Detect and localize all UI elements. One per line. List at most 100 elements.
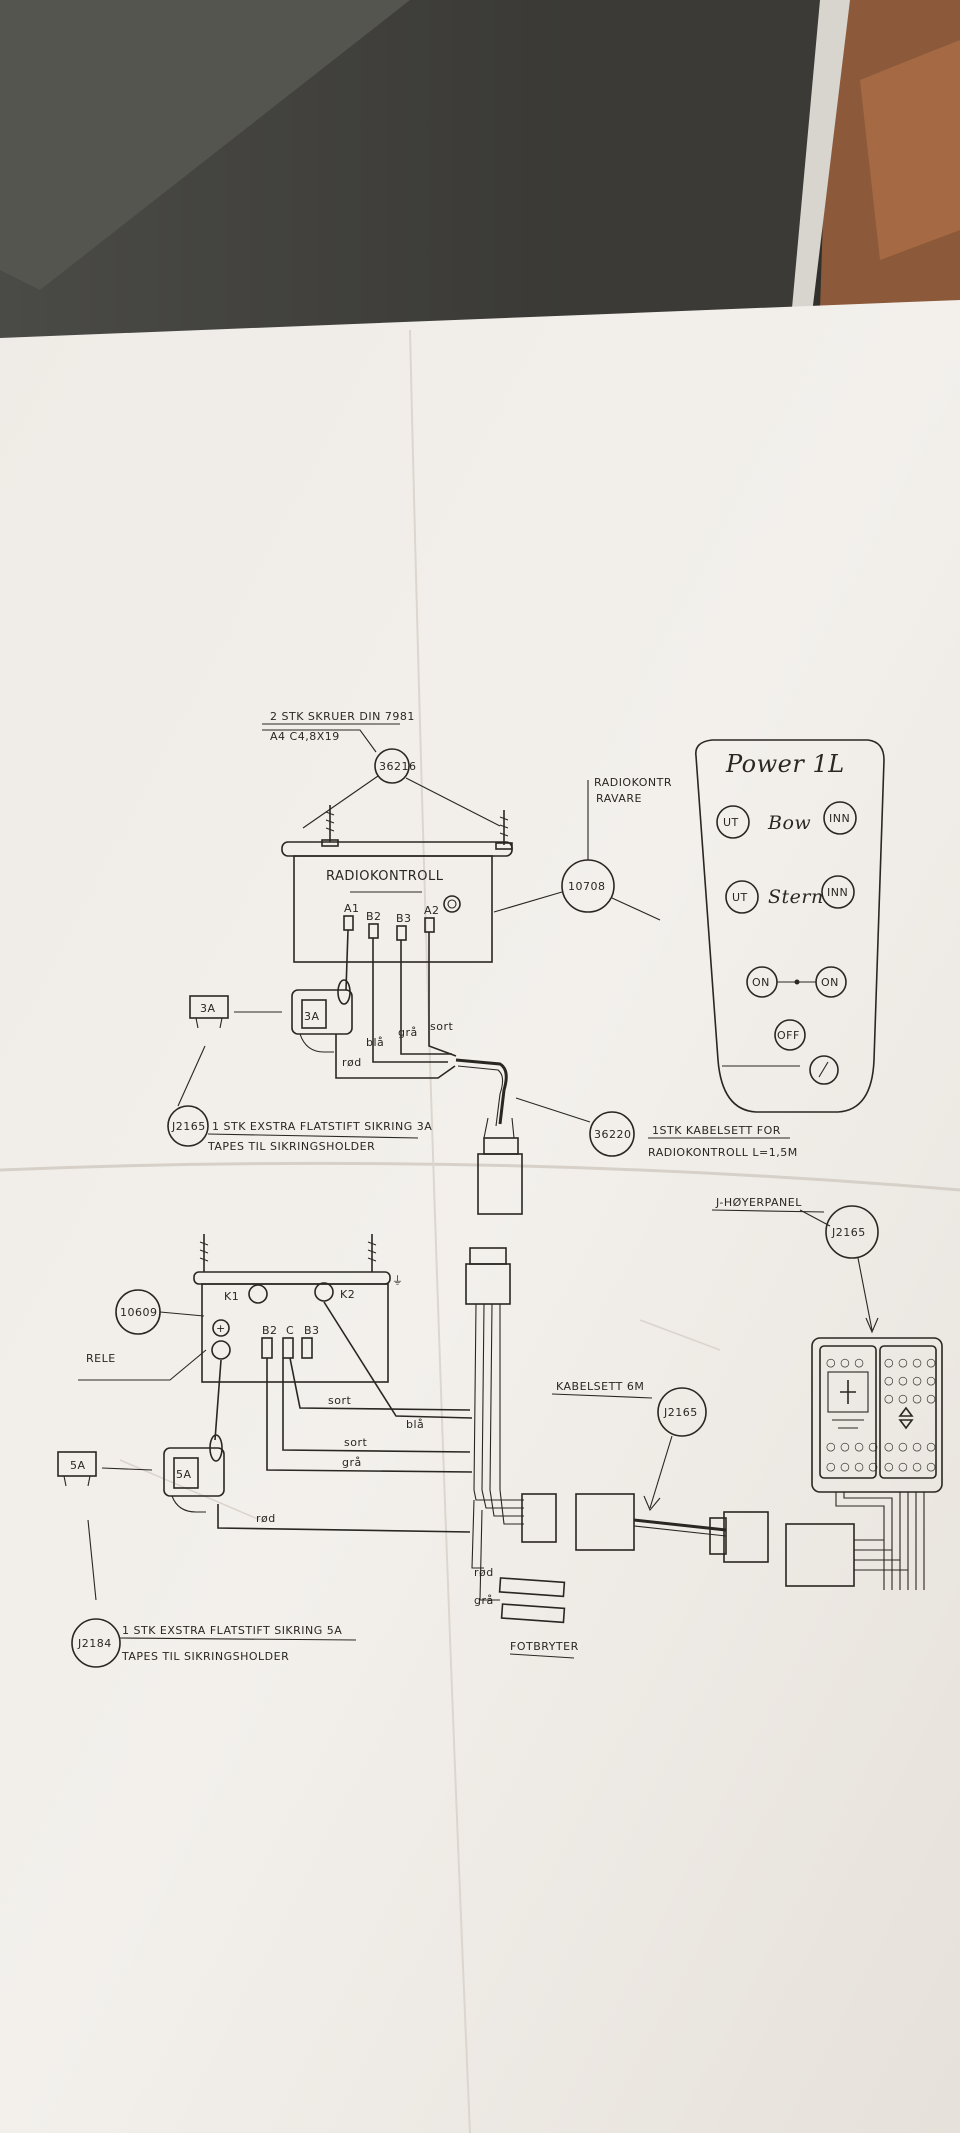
foot-switch: rød grå FOTBRYTER: [474, 1566, 579, 1659]
bow-in-label: INN: [829, 812, 850, 825]
cable-kit-part: 36220: [594, 1128, 632, 1141]
radio-unit-label: RADIOKONTROLL: [326, 869, 444, 884]
on-right-button: [815, 966, 847, 998]
cable-6m: KABELSETT 6M J2165: [551, 1380, 769, 1563]
relay-terminal-b3: B3: [304, 1324, 320, 1337]
fuse-holder-bottom-label: 5A: [176, 1468, 192, 1481]
off-button: [774, 1019, 806, 1051]
part-circle-j2165-top: [167, 1105, 209, 1147]
stern-in-label: INN: [827, 886, 848, 899]
screw-note-line2: A4 C4,8X19: [270, 730, 340, 743]
off-label: OFF: [777, 1029, 800, 1042]
panel-right-dots-row2: ○ ○ ○ ○: [884, 1374, 936, 1387]
part-circle-j2165-panel: [825, 1205, 879, 1259]
screw-right-icon: [495, 810, 513, 850]
panel-right-dots-row5: ○ ○ ○ ○: [884, 1460, 936, 1473]
fuse-bottom-line1: 1 STK EXSTRA FLATSTIFT SIKRING 5A: [122, 1624, 342, 1637]
cable-6m-part: J2165: [663, 1406, 698, 1419]
on-right-label: ON: [821, 976, 839, 989]
panel-left-block: ○ ○ ○ ○ ○ ○ ○ ○ ○ ○ ○: [826, 1356, 878, 1473]
foot-wire2: grå: [474, 1594, 494, 1607]
radio-terminal-a1: A1: [344, 902, 360, 915]
panel-right-dots-row3: ○ ○ ○ ○: [884, 1392, 936, 1405]
radio-control-unit: RADIOKONTROLL A1 B2 B3 A2: [281, 841, 513, 963]
stern-label: Stern: [768, 886, 824, 908]
remote-control: Power 1L UT Bow INN UT Stern INN ON ON O…: [695, 739, 885, 1113]
radio-terminal-b2: B2: [366, 910, 382, 923]
panel-connector-icon: [785, 1523, 855, 1587]
fuse-5a-icon: [57, 1451, 97, 1477]
part-circle-10708: [561, 859, 615, 913]
screw-note-line1: 2 STK SKRUER DIN 7981: [270, 710, 415, 723]
radio-terminal-a2: A2: [424, 904, 440, 917]
stern-out-label: UT: [732, 891, 748, 904]
light-button-icon: [809, 1055, 839, 1085]
fuse-3a-icon: [189, 995, 229, 1019]
relay-plus-symbol: +: [216, 1322, 226, 1335]
relay-k2-terminal: [314, 1282, 334, 1302]
receiver-line1: RADIOKONTR: [594, 776, 672, 789]
cable-kit-line2: RADIOKONTROLL L=1,5M: [648, 1146, 798, 1159]
relay-screw-right-icon: [367, 1234, 377, 1272]
relay-k2-label: K2: [340, 1288, 355, 1301]
fuse-holder-top: [291, 989, 353, 1035]
relay-k1-terminal: [248, 1284, 268, 1304]
fuse-top-part: J2165: [171, 1120, 206, 1133]
fuse-bottom-part: J2184: [77, 1637, 112, 1650]
foot-wire1: rød: [474, 1566, 494, 1579]
stern-out-button: [725, 880, 759, 914]
cable-kit-callout: 36220 1STK KABELSETT FOR RADIOKONTROLL L…: [515, 1097, 798, 1159]
fuse-top: 3A 3A J2165 1 STK EXSTRA FLATSTIFT SIKRI…: [167, 979, 432, 1153]
bottom-wiring: sort blå sort grå rød: [214, 1247, 557, 1601]
radio-terminals: A1 B2 B3 A2: [343, 902, 440, 941]
part-circle-36220: [589, 1111, 635, 1157]
panel-right-dots-row1: ○ ○ ○ ○: [884, 1356, 936, 1369]
cable-6m-label: KABELSETT 6M: [556, 1380, 644, 1393]
screw-part-number: 36216: [379, 760, 417, 773]
wire-bottom-blue: blå: [406, 1418, 424, 1431]
radio-connector-icon: [477, 1153, 523, 1215]
relay-connector-icon: [465, 1263, 511, 1305]
panel-right-dots-row4: ○ ○ ○ ○: [884, 1440, 936, 1453]
relay-terminal-c: C: [286, 1324, 294, 1337]
panel-left-top-dots: ○ ○ ○: [826, 1356, 864, 1369]
ground-symbol-icon: ⏚: [392, 1274, 404, 1287]
fuse-holder-top-label: 3A: [304, 1010, 320, 1023]
bow-in-button: [823, 801, 857, 835]
remote-title: Power 1L: [725, 750, 845, 778]
radio-indicator-icon: [443, 895, 461, 913]
fuse-holder-bottom: [163, 1447, 225, 1497]
panel-left-mid-dots: ○ ○ ○ ○: [826, 1440, 878, 1453]
fuse-bottom-line2: TAPES TIL SIKRINGSHOLDER: [121, 1650, 289, 1663]
wire-bottom-red: rød: [256, 1512, 276, 1525]
fuse-top-line2: TAPES TIL SIKRINGSHOLDER: [207, 1140, 375, 1153]
screw-left-icon: [321, 805, 339, 847]
screw-note: 2 STK SKRUER DIN 7981 A4 C4,8X19 36216: [262, 710, 513, 850]
fuse-bottom-label: 5A: [70, 1459, 86, 1472]
foot-switch-label: FOTBRYTER: [510, 1640, 579, 1653]
wire-top-blue: blå: [366, 1036, 384, 1049]
wire-top-red: rød: [342, 1056, 362, 1069]
on-left-label: ON: [752, 976, 770, 989]
wire-bottom-black1: sort: [328, 1394, 351, 1407]
cable-6m-plug-right: [723, 1511, 769, 1563]
relay-terminal-b2: B2: [262, 1324, 278, 1337]
part-circle-36216: [374, 748, 410, 784]
wire-top-green: grå: [398, 1026, 418, 1039]
wire-bottom-grey: grå: [342, 1456, 362, 1469]
relay-k1-label: K1: [224, 1290, 239, 1303]
wire-top-black: sort: [430, 1020, 453, 1033]
bow-out-button: [716, 805, 750, 839]
relay-screw-left-icon: [199, 1234, 209, 1272]
fuse-top-line1: 1 STK EXSTRA FLATSTIFT SIKRING 3A: [212, 1120, 432, 1133]
bow-label: Bow: [767, 812, 811, 834]
relay-plus-terminal: [212, 1319, 230, 1337]
paper-sheet: [0, 300, 960, 2133]
cable-kit-line1: 1STK KABELSETT FOR: [652, 1124, 781, 1137]
top-wiring: rød blå grå sort: [335, 929, 523, 1215]
joystick-panel: J-HØYERPANEL J2165 ○ ○ ○ ○ ○ ○ ○ ○ ○ ○ ○…: [711, 1196, 943, 1590]
panel-right-block: ○ ○ ○ ○ ○ ○ ○ ○ ○ ○ ○ ○ ○ ○ ○ ○ ○ ○ ○ ○: [884, 1356, 936, 1473]
cable-6m-plug-left: [575, 1493, 635, 1551]
part-circle-j2184: [71, 1618, 121, 1668]
